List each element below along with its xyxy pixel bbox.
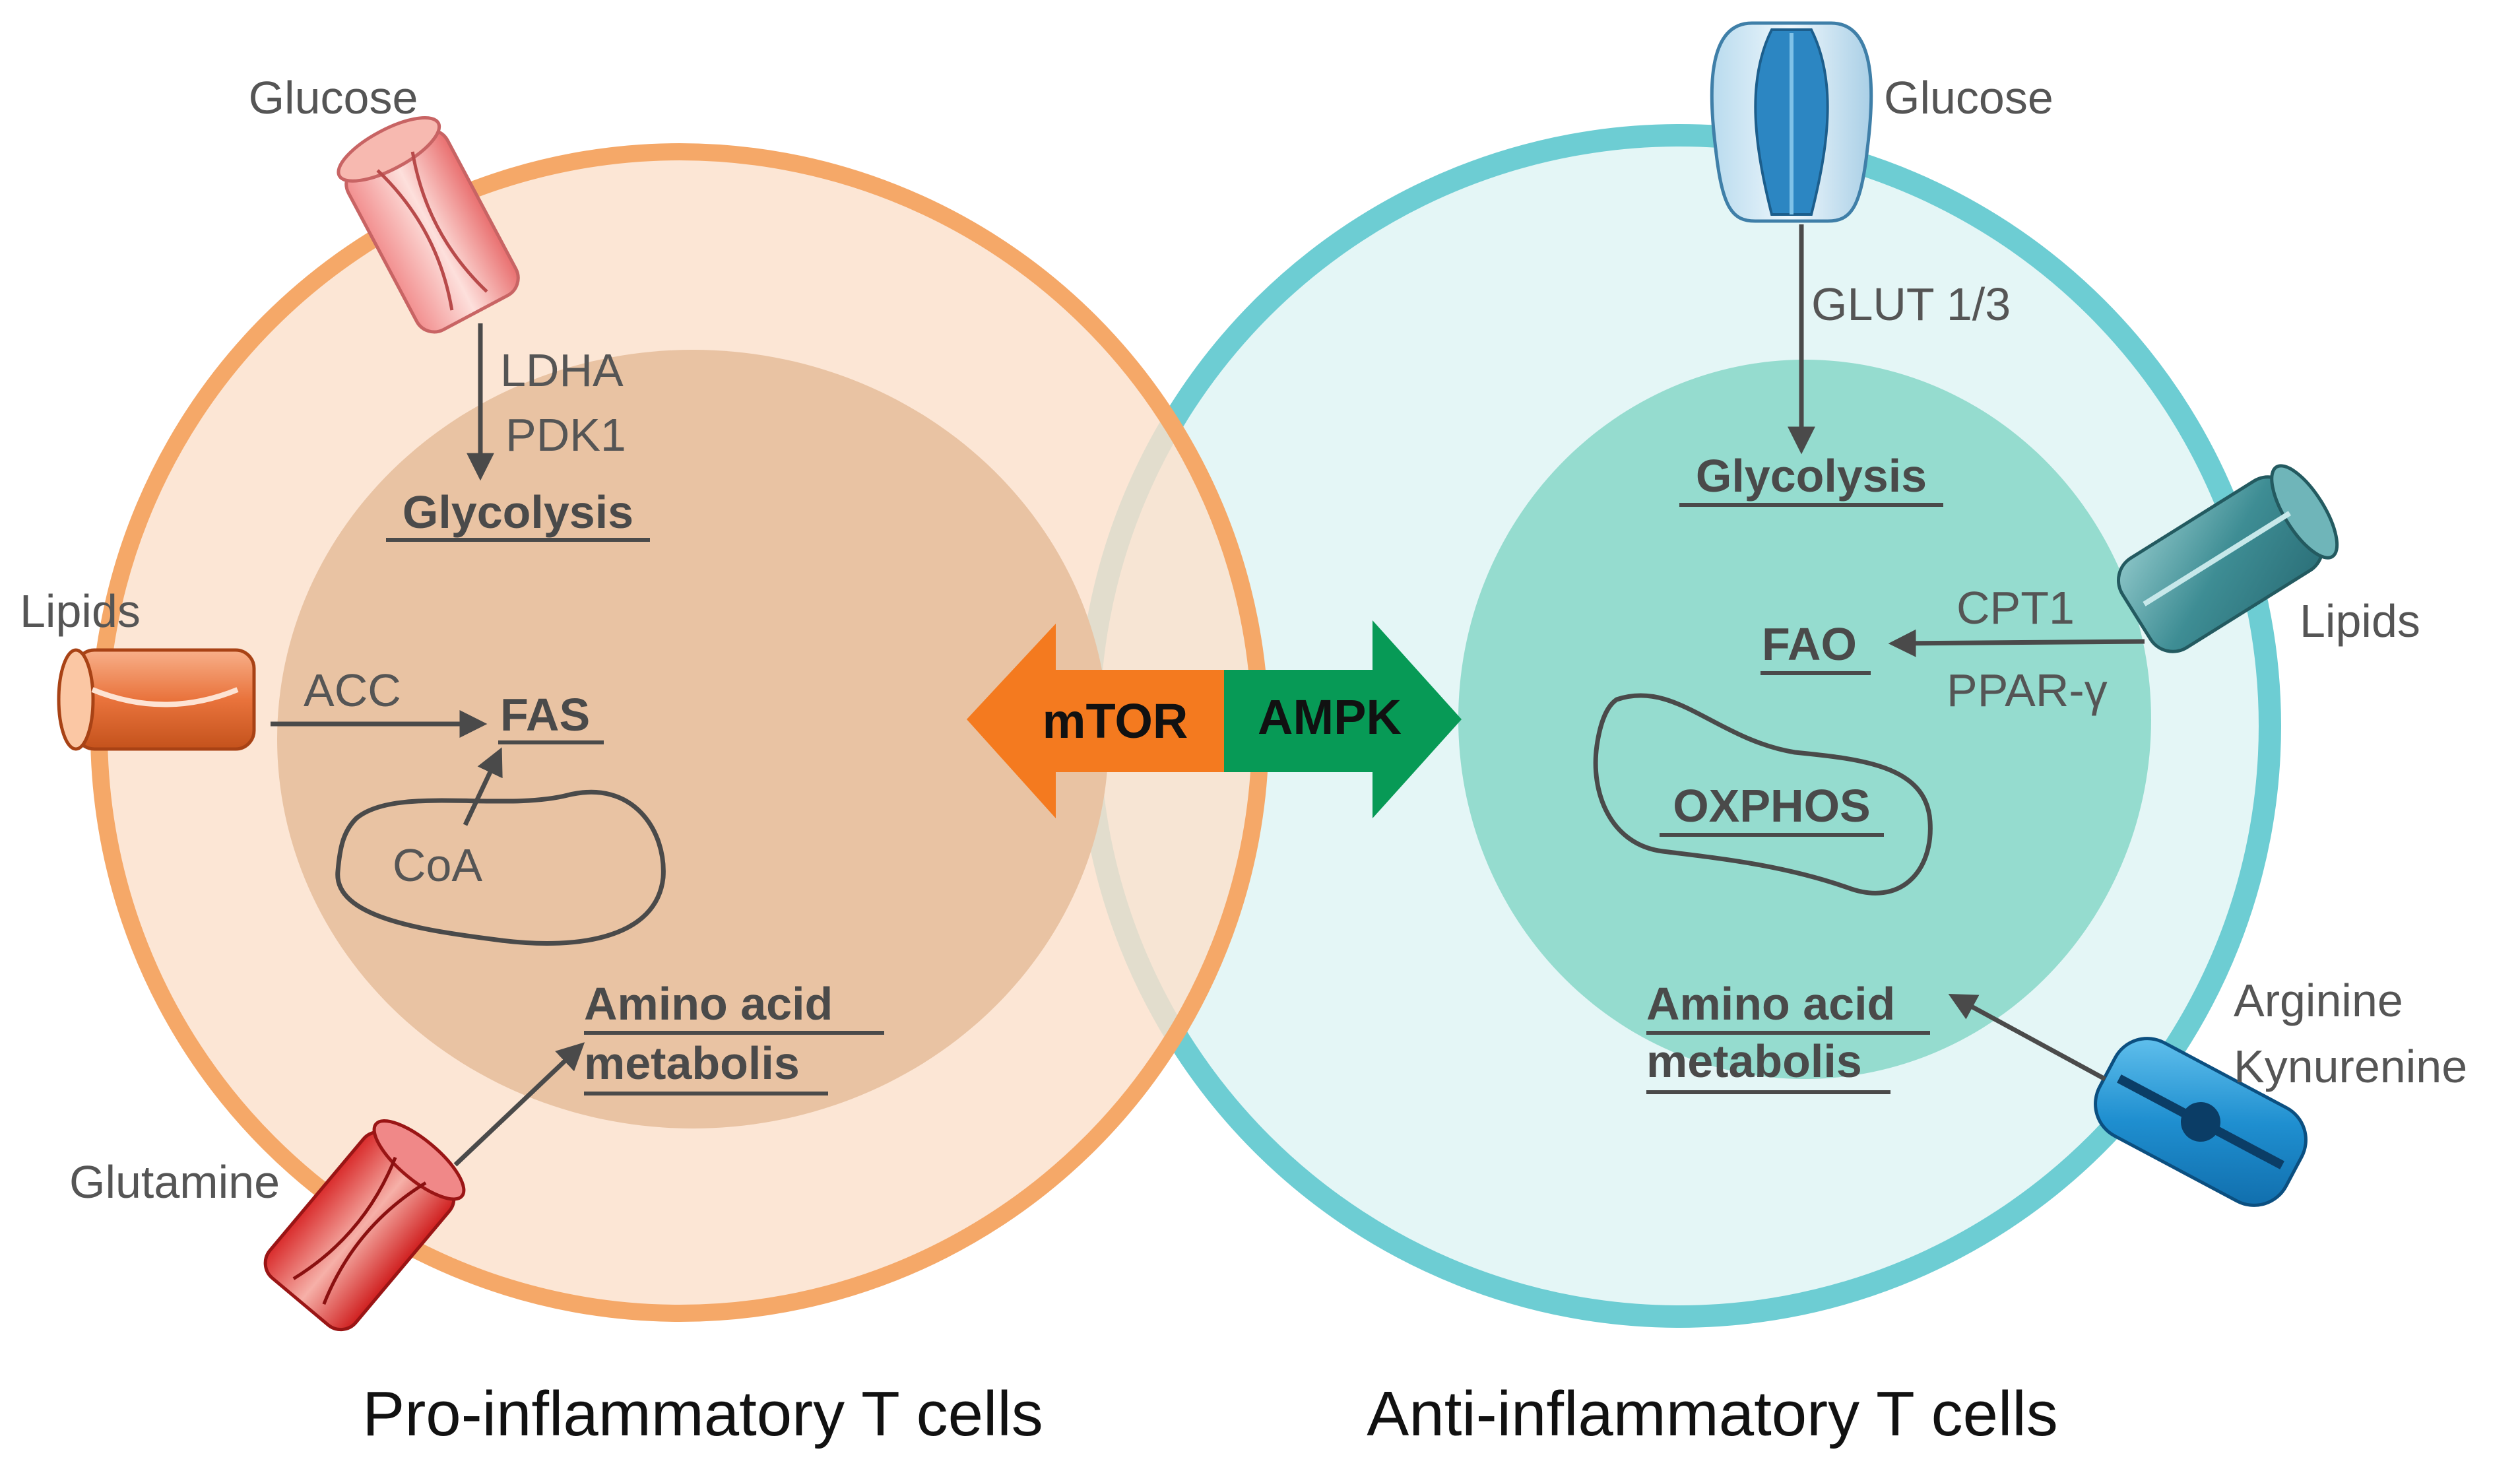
pro-ldha-label: LDHA bbox=[500, 344, 624, 396]
lipid-channel-icon bbox=[2117, 464, 2339, 653]
anti-ppar-label: PPAR-γ bbox=[1947, 665, 2108, 716]
anti-lipids-label: Lipids bbox=[2300, 595, 2420, 647]
glutamine-transporter-icon bbox=[263, 1119, 466, 1332]
lipid-transporter-icon bbox=[57, 648, 256, 751]
anti-arginine-label: Arginine bbox=[2234, 975, 2403, 1026]
anti-nucleus bbox=[1458, 360, 2151, 1079]
anti-amino-label-line1: Amino acid bbox=[1646, 978, 1895, 1030]
glucose-transporter-icon bbox=[337, 115, 520, 334]
anti-mitochondrion bbox=[1593, 693, 1933, 896]
anti-fao-label: FAO bbox=[1762, 618, 1857, 670]
pro-amino-label-line2: metabolis bbox=[584, 1037, 800, 1089]
pro-glycolysis-label: Glycolysis bbox=[403, 486, 633, 538]
pro-mitochondrion bbox=[335, 789, 666, 946]
anti-lipids-arrow bbox=[1888, 629, 2145, 657]
ampk-label: AMPK bbox=[1258, 690, 1402, 744]
pro-lipids-label: Lipids bbox=[20, 585, 141, 637]
mtor-arrow bbox=[967, 624, 1224, 818]
mtor-label: mTOR bbox=[1043, 694, 1188, 748]
anti-glucose-label: Glucose bbox=[1884, 72, 2053, 123]
anti-glycolysis-label: Glycolysis bbox=[1696, 450, 1927, 502]
anti-cell-caption: Anti-inflammatory T cells bbox=[1367, 1379, 2057, 1449]
pro-nucleus bbox=[277, 350, 1109, 1128]
pro-glucose-label: Glucose bbox=[249, 72, 418, 123]
pro-cell-caption: Pro-inflammatory T cells bbox=[362, 1379, 1043, 1449]
pro-glutamine-arrow bbox=[453, 1042, 585, 1167]
anti-amino-arrow bbox=[1948, 993, 2106, 1082]
glut-channel-icon bbox=[1710, 21, 1873, 223]
pro-fas-label: FAS bbox=[500, 689, 590, 740]
ampk-arrow bbox=[1224, 620, 1462, 818]
amino-acid-channel-icon bbox=[2094, 1037, 2308, 1207]
anti-amino-label-line2: metabolis bbox=[1646, 1035, 1862, 1087]
pro-acc-label: ACC bbox=[304, 665, 401, 716]
anti-oxphos-label: OXPHOS bbox=[1673, 780, 1871, 832]
anti-cpt1-label: CPT1 bbox=[1956, 582, 2075, 634]
pro-pdk1-label: PDK1 bbox=[505, 409, 626, 461]
pro-coa-label: CoA bbox=[393, 839, 482, 891]
anti-glut-label: GLUT 1/3 bbox=[1811, 278, 2011, 330]
pro-amino-label-line1: Amino acid bbox=[584, 978, 833, 1030]
pro-coa-arrow bbox=[463, 747, 503, 826]
pro-glutamine-label: Glutamine bbox=[69, 1156, 280, 1208]
anti-kynurenine-label: Kynurenine bbox=[2234, 1041, 2467, 1092]
